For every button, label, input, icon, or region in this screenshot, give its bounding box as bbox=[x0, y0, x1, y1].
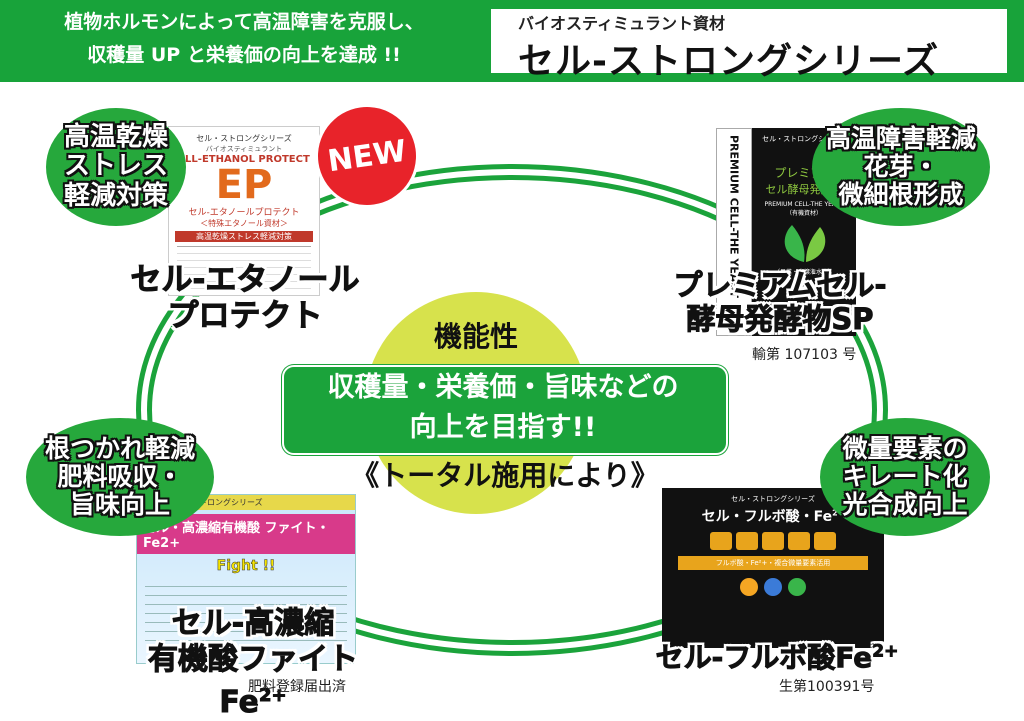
fe-registration: 肥料登録届出済 bbox=[248, 679, 346, 695]
badge-top-right: 高温障害軽減 花芽・ 微細根形成 bbox=[812, 108, 990, 226]
series-title: セル-ストロングシリーズ bbox=[518, 41, 940, 82]
fulvic-title-sup: 2+ bbox=[872, 641, 899, 662]
ep-package: セル・ストロングシリーズ バイオスティミュラント ELL-ETHANOL PRO… bbox=[168, 126, 320, 296]
badge-bottom-right: 微量要素の キレート化 光合成向上 bbox=[820, 418, 990, 536]
fe-label-text-block bbox=[145, 578, 347, 648]
element-chip bbox=[788, 532, 810, 550]
element-chip bbox=[736, 532, 758, 550]
ep-sub: ＜特殊エタノール資材＞ bbox=[200, 219, 288, 228]
fe-title-line-1: セル-高濃縮 bbox=[171, 606, 335, 642]
badge-tl-line-2: ストレス bbox=[63, 151, 168, 182]
yeast-box-side: PREMIUM CELL-THE YEAST bbox=[716, 128, 752, 336]
yeast-product-title: プレミアムセル- 酵母発酵物SP bbox=[655, 268, 905, 337]
fulvic-product-title: セル-フルボ酸Fe2+ bbox=[642, 636, 912, 676]
badge-bl-line-2: 肥料吸収・ bbox=[57, 462, 183, 491]
center-line-3: 《トータル施用により》 bbox=[351, 459, 659, 492]
cycle-ring bbox=[136, 164, 888, 656]
leaf-icon bbox=[784, 225, 826, 262]
yeast-series: セル・ストロングシリーズ bbox=[762, 135, 846, 143]
ep-series: セル・ストロングシリーズ bbox=[196, 134, 292, 143]
fulvic-title-text: セル-フルボ酸Fe bbox=[655, 641, 873, 675]
header-tagline: 植物ホルモンによって高温障害を克服し、 収穫量 UP と栄養価の向上を達成 !! bbox=[14, 6, 474, 72]
element-chip bbox=[710, 532, 732, 550]
badge-bl-line-3: 旨味向上 bbox=[69, 490, 170, 519]
yeast-registration: 輸第 107103 号 bbox=[752, 347, 857, 363]
badge-tl-line-1: 高温乾燥 bbox=[63, 122, 168, 153]
dot-icon bbox=[764, 578, 782, 596]
badge-tr-line-1: 高温障害軽減 bbox=[825, 124, 976, 153]
center-panel bbox=[282, 365, 728, 455]
fulvic-band: フルボ酸・Fe²+・複合微量要素活用 bbox=[678, 556, 868, 570]
yeast-use: （果菜・土壌潅水用） bbox=[773, 269, 834, 276]
badge-tl-line-3: 軽減対策 bbox=[63, 180, 168, 211]
tagline-line-1: 植物ホルモンによって高温障害を克服し、 bbox=[64, 11, 424, 33]
badge-top-left: 高温乾燥 ストレス 軽減対策 bbox=[46, 108, 186, 226]
badge-br-line-1: 微量要素の bbox=[842, 434, 968, 463]
yeast-name-en: PREMIUM CELL-THE YEAST bbox=[764, 201, 844, 208]
ep-title-line-2: プロテクト bbox=[167, 298, 323, 335]
center-heading: 機能性 bbox=[433, 320, 518, 353]
ep-label-text-block bbox=[177, 246, 311, 291]
dot-icon bbox=[788, 578, 806, 596]
element-chip bbox=[762, 532, 784, 550]
fe-product-title: セル-高濃縮 有機酸ファイトFe2+ bbox=[118, 606, 388, 721]
badge-bottom-left: 根つかれ軽減 肥料吸収・ 旨味向上 bbox=[26, 418, 214, 536]
ep-band: 高温乾燥ストレス軽減対策 bbox=[175, 231, 313, 242]
ep-title-line-1: セル-エタノール bbox=[130, 262, 360, 299]
ep-category: バイオスティミュラント bbox=[205, 145, 283, 153]
fulvic-name-text: セル・フルボ酸・Fe bbox=[701, 509, 833, 525]
yeast-title-line-2: 酵母発酵物SP bbox=[686, 302, 874, 337]
badge-br-line-2: キレート化 bbox=[842, 462, 968, 491]
series-title-box bbox=[488, 6, 1010, 76]
fulvic-element-chips bbox=[662, 532, 884, 550]
center-line-2: 向上を目指す!! bbox=[409, 412, 597, 443]
fulvic-registration: 生第100391号 bbox=[779, 679, 875, 695]
yeast-title-line-1: プレミアムセル- bbox=[673, 268, 887, 303]
series-subtitle: バイオスティミュラント資材 bbox=[518, 14, 726, 33]
element-chip bbox=[814, 532, 836, 550]
badge-tr-line-3: 微細根形成 bbox=[838, 180, 964, 209]
badge-br-line-3: 光合成向上 bbox=[842, 490, 968, 519]
ep-product-title: セル-エタノール プロテクト bbox=[120, 262, 370, 335]
fulvic-graphic bbox=[662, 578, 884, 596]
yeast-side-text: PREMIUM CELL-THE YEAST bbox=[727, 135, 741, 298]
ep-mark: EP bbox=[215, 162, 273, 208]
ep-name-ja: セル-エタノールプロテクト bbox=[188, 208, 300, 218]
tagline-line-2: 収穫量 UP と栄養価の向上を達成 !! bbox=[87, 44, 401, 66]
center-line-1: 収穫量・栄養価・旨味などの bbox=[327, 372, 679, 403]
fe-fight: Fight !! bbox=[216, 558, 276, 575]
fulvic-series: セル・ストロングシリーズ bbox=[731, 495, 815, 503]
yeast-type: （有機資材） bbox=[785, 210, 822, 217]
dot-icon bbox=[740, 578, 758, 596]
badge-bl-line-1: 根つかれ軽減 bbox=[44, 434, 195, 463]
ep-name-en: ELL-ETHANOL PROTECT bbox=[178, 154, 310, 165]
badge-tr-line-2: 花芽・ bbox=[863, 152, 939, 181]
center-text: 収穫量・栄養価・旨味などの 向上を目指す!! bbox=[282, 368, 724, 448]
ring-inner-line bbox=[141, 169, 883, 651]
